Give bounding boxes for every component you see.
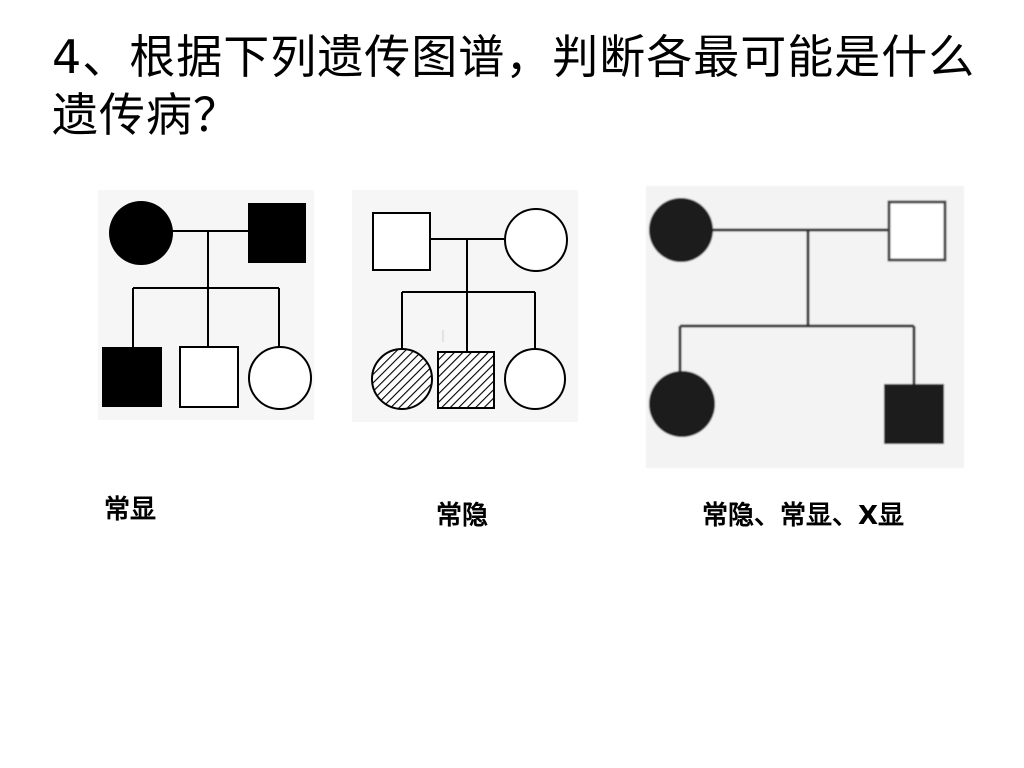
pedigree-2-father-unaffected-male	[372, 212, 431, 271]
pedigree-1-answer-label: 常显	[104, 495, 157, 525]
pedigree-3-child-1-affected-female	[649, 371, 715, 437]
pedigree-1-mother-affected-female	[109, 201, 173, 265]
pedigree-1	[98, 190, 314, 420]
pedigree-3-father-unaffected-male	[887, 200, 947, 262]
pedigree-2-child-2-affected-male	[437, 351, 495, 409]
pedigree-1-child-3-unaffected-female	[248, 346, 312, 410]
pedigree-3-mother-affected-female	[649, 198, 713, 262]
pedigree-2	[352, 190, 578, 422]
pedigree-1-father-affected-male	[248, 203, 306, 263]
pedigree-2-child-1-affected-female	[371, 348, 433, 410]
pedigree-2-answer-label: 常隐	[436, 501, 489, 531]
pedigree-3	[646, 186, 964, 468]
pedigree-2-mother-unaffected-female	[504, 208, 568, 272]
slide-title: 4、根据下列遗传图谱，判断各最可能是什么遗传病？	[52, 30, 976, 142]
pedigree-2-child-3-unaffected-female	[504, 348, 566, 410]
pedigree-1-child-1-affected-male	[102, 347, 162, 407]
pedigree-1-child-2-unaffected-male	[179, 346, 239, 408]
pedigree-3-child-2-affected-male	[884, 384, 944, 444]
pedigree-3-answer-label: 常隐、常显、X显	[702, 501, 905, 531]
